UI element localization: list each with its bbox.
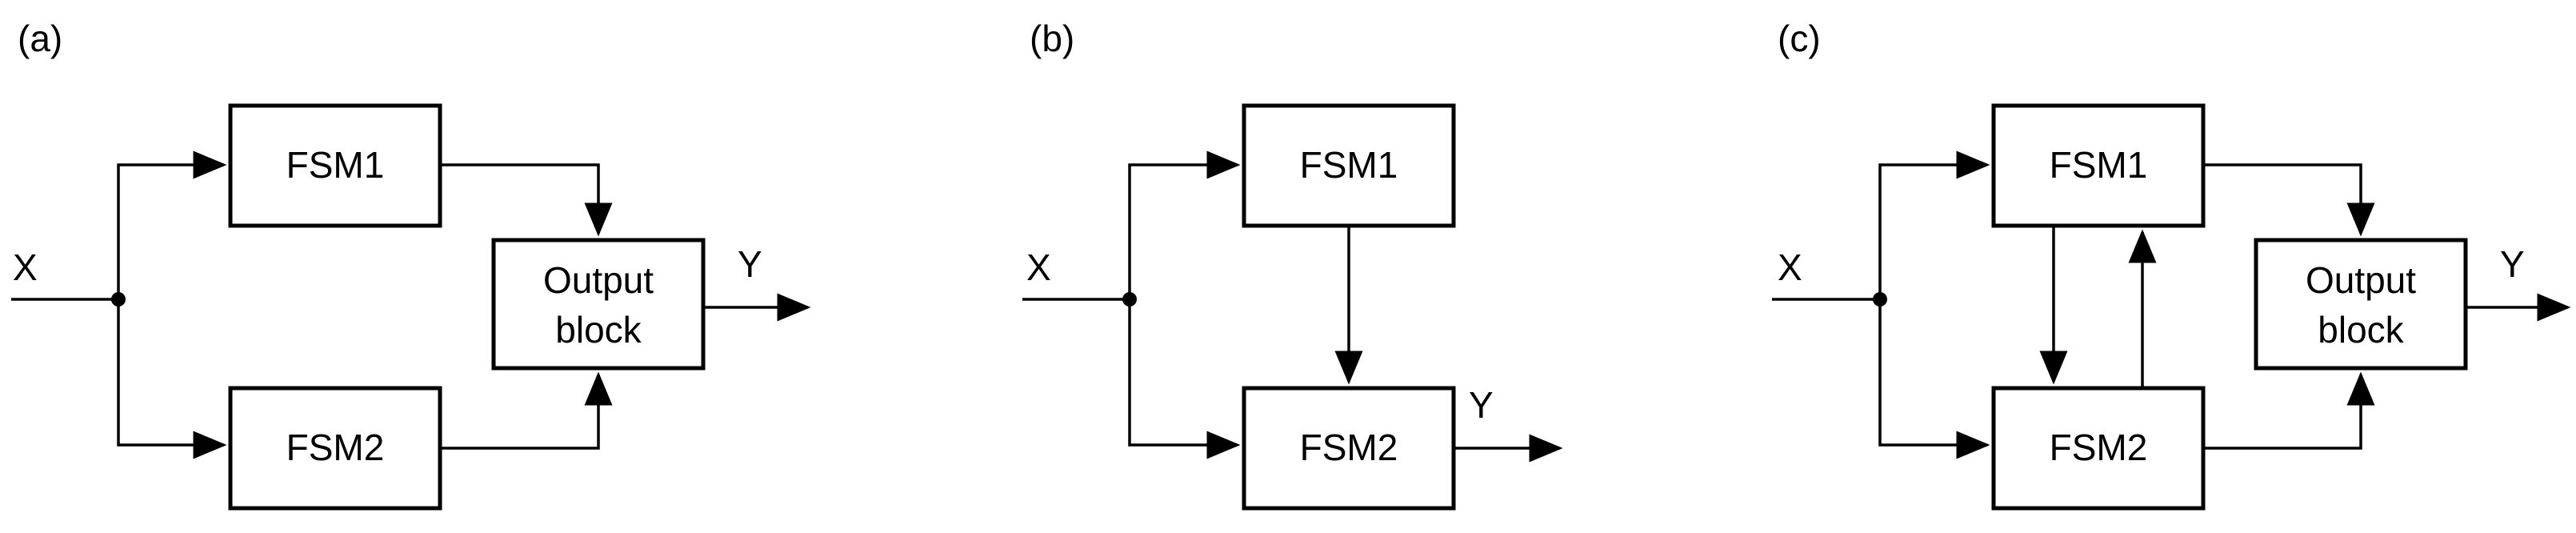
panel-c-fsm2-box [1991, 386, 2206, 511]
panel-a-fsm1-label: FSM1 [286, 144, 385, 186]
panel-a-wire-fsm2-to-output [440, 371, 613, 450]
panel-c-fsm1-label: FSM1 [2050, 144, 2148, 186]
panel-c-fsm2-label: FSM2 [2050, 427, 2148, 468]
panel-a: (a) X FSM1 FSM2 Output block Y [11, 18, 811, 511]
panel-b-fsm2-label: FSM2 [1300, 427, 1398, 468]
panel-c-fsm1-box [1991, 103, 2206, 228]
panel-b-input-label: X [1026, 246, 1051, 288]
panel-c-output-label: Y [2500, 243, 2525, 285]
panel-b-output-label: Y [1469, 384, 1494, 426]
panel-a-output-label: Y [738, 243, 762, 285]
panel-c-output-block-line2: block [2318, 309, 2404, 351]
panel-c-wire-to-fsm2 [1878, 299, 1990, 459]
panel-a-wire-to-fsm2 [117, 299, 227, 459]
panel-b-fsm1-label: FSM1 [1300, 144, 1398, 186]
panel-b-wire-to-fsm2 [1128, 299, 1241, 459]
panel-a-fsm2-box [228, 386, 442, 511]
panel-a-fsm2-label: FSM2 [286, 427, 385, 468]
panel-c: (c) X FSM1 FSM2 Output block Y [1772, 18, 2571, 511]
panel-b: (b) X FSM1 FSM2 Y [1022, 18, 1563, 511]
panel-c-input-label: X [1778, 246, 1802, 288]
panel-c-wire-to-fsm1 [1878, 150, 1990, 299]
panel-c-label: (c) [1778, 18, 1821, 59]
panel-a-output-block-box [491, 238, 706, 371]
panel-a-wire-fsm1-to-output [440, 163, 613, 237]
panel-b-wire-to-fsm1 [1128, 150, 1241, 299]
panel-c-output-block-box [2254, 238, 2468, 371]
panel-a-output-block-line2: block [555, 309, 642, 351]
panel-a-output-block-line1: Output [543, 259, 654, 301]
panel-b-fsm1-box [1242, 103, 1456, 228]
panel-a-input-label: X [13, 246, 38, 288]
panel-c-wire-fsm2-to-output [2203, 371, 2375, 450]
panel-b-label: (b) [1030, 18, 1074, 59]
panel-a-label: (a) [18, 18, 62, 59]
panel-b-fsm2-box [1242, 386, 1456, 511]
panel-c-wire-fsm1-to-output [2203, 163, 2375, 237]
panel-c-output-block-line1: Output [2306, 259, 2416, 301]
panel-a-wire-to-fsm1 [117, 150, 227, 299]
